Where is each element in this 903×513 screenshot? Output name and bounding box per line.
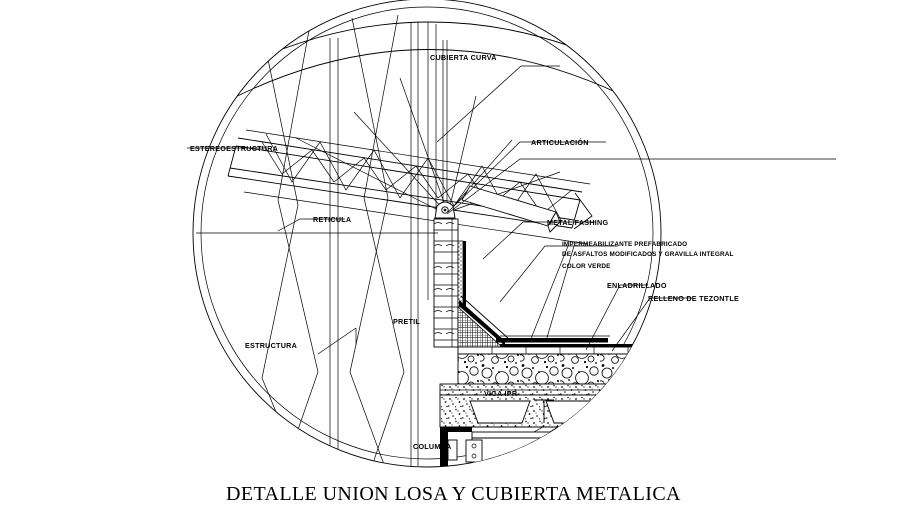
detail-contents xyxy=(193,14,661,467)
label-cubierta-curva: CUBIERTA CURVA xyxy=(430,53,497,62)
label-metal-fashing: METAL FASHING xyxy=(547,218,608,227)
label-impermeabilizante-line1: IMPERMEABILIZANTE PREFABRICADO xyxy=(562,241,687,248)
viga-ipr-beam xyxy=(465,431,661,467)
pretil-block-wall xyxy=(433,218,459,348)
articulacion-joint xyxy=(295,40,561,219)
annotation-labels: CUBIERTA CURVA ESTEREOESTRUCTURA ARTICUL… xyxy=(190,53,739,451)
metal-fashing-plate xyxy=(461,185,561,233)
label-columna: COLUMNA xyxy=(413,442,451,451)
concrete-topping xyxy=(439,383,661,396)
label-pretil: PRETIL xyxy=(393,317,420,326)
cubierta-curva-arcs xyxy=(193,21,661,149)
columna-member xyxy=(440,427,458,467)
enladrillado-course xyxy=(457,346,661,355)
drawing-title: DETALLE UNION LOSA Y CUBIERTA METALICA xyxy=(226,483,681,505)
label-impermeabilizante-line2: DE ASFALTOS MODIFICADOS Y GRAVILLA INTEG… xyxy=(562,251,734,258)
reticula-grid xyxy=(261,14,437,467)
mortar-fillet xyxy=(457,295,510,348)
label-reticula: RETICULA xyxy=(313,215,351,224)
estereoestructura-truss xyxy=(227,129,593,245)
label-impermeabilizante-line3: COLOR VERDE xyxy=(562,263,611,270)
losa-ribbed-slab xyxy=(439,394,661,428)
leader-lines xyxy=(187,65,836,355)
label-estereoestructura: ESTEREOESTRUCTURA xyxy=(190,144,278,153)
slab-soffit xyxy=(440,426,661,432)
label-relleno-de-tezontle: RELLENO DE TEZONTLE xyxy=(648,294,739,303)
label-articulacion: ARTICULACIÓN xyxy=(531,138,589,147)
relleno-tezontle-fill xyxy=(457,353,661,385)
label-estructura: ESTRUCTURA xyxy=(245,341,297,350)
impermeabilizante-layers xyxy=(496,335,661,348)
label-enladrillado: ENLADRILLADO xyxy=(607,281,667,290)
label-viga-ipr: VIGA IPR xyxy=(484,389,518,398)
